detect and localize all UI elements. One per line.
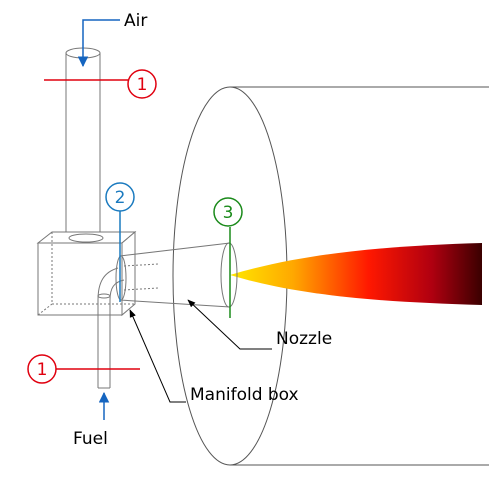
fuel-label: Fuel [73, 429, 108, 449]
manifold-box-leader [129, 309, 186, 403]
nozzle-leader [187, 299, 272, 350]
air-inlet-pipe [65, 47, 101, 244]
section-1-air-number: 1 [137, 75, 148, 95]
section-1-fuel-number: 1 [37, 360, 48, 380]
nozzle [115, 242, 238, 308]
section-2-number: 2 [115, 188, 126, 208]
flame [230, 243, 482, 305]
section-3-nozzle: 3 [213, 197, 243, 318]
manifold-box-label: Manifold box [190, 385, 299, 405]
air-flow-arrow [77, 19, 120, 68]
manifold-box [36, 230, 137, 317]
air-label: Air [124, 11, 147, 31]
section-1-air: 1 [44, 69, 157, 99]
section-2-manifold: 2 [105, 182, 135, 302]
section-1-fuel: 1 [27, 354, 140, 384]
nozzle-label: Nozzle [276, 329, 332, 349]
section-3-number: 3 [223, 203, 234, 223]
fuel-pipe [97, 267, 125, 389]
